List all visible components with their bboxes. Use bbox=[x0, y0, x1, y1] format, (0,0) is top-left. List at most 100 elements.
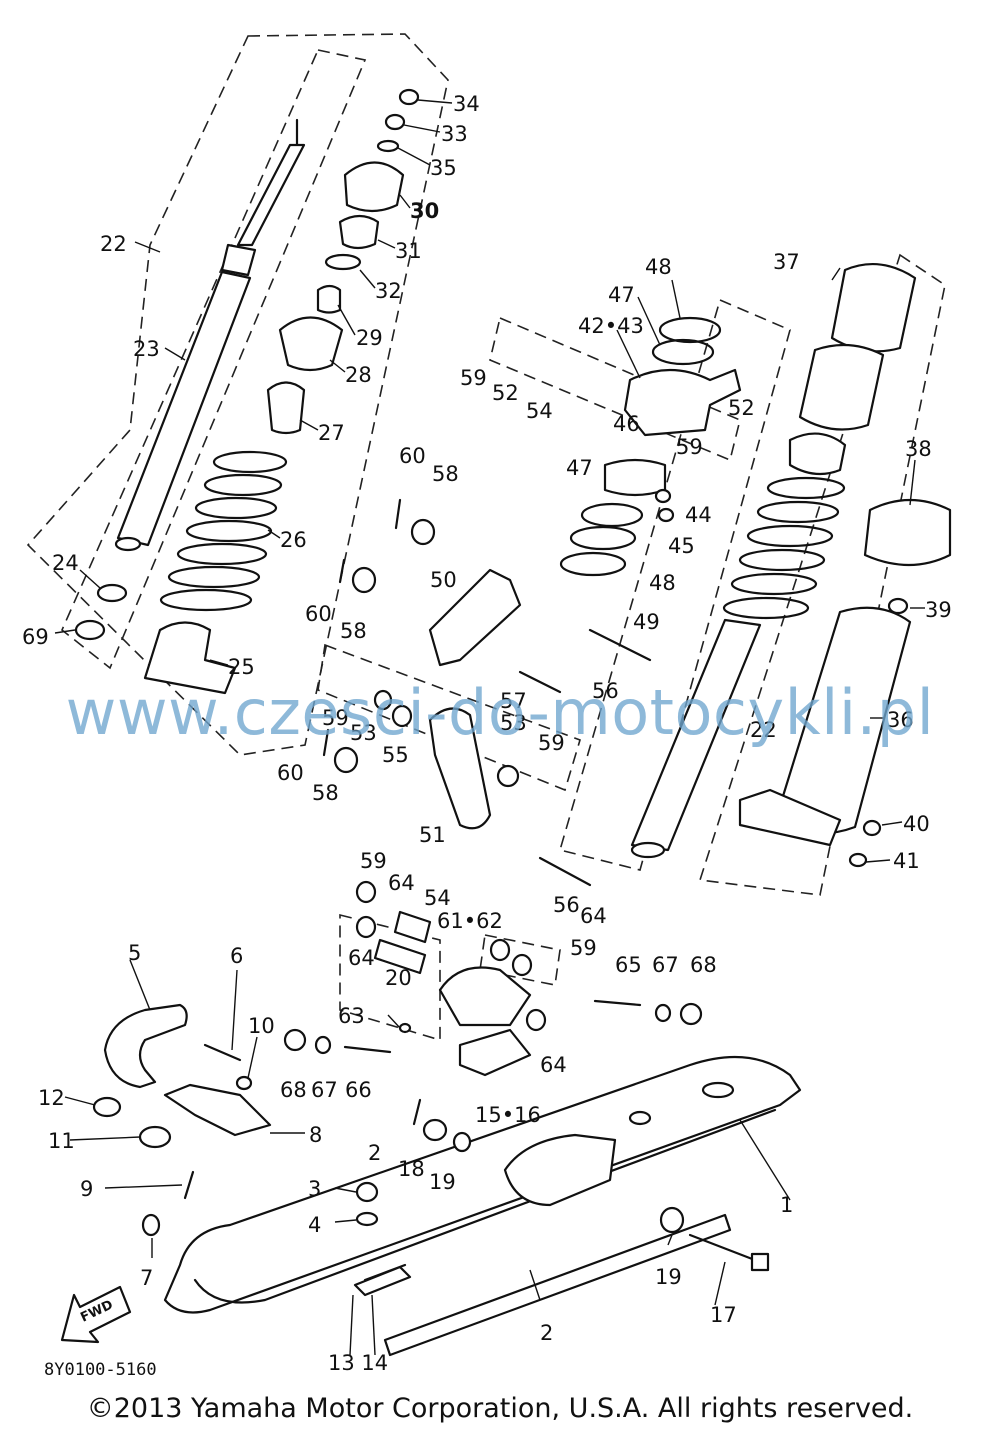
copyright-notice: ©2013 Yamaha Motor Corporation, U.S.A. A… bbox=[86, 1393, 914, 1424]
part-label: 58 bbox=[432, 462, 459, 486]
mid-link-group-outline bbox=[317, 643, 581, 792]
part-label: 15•16 bbox=[475, 1103, 541, 1127]
bushing-64-right bbox=[489, 938, 511, 962]
part-label: 59 bbox=[676, 435, 703, 459]
part-label: 36 bbox=[887, 708, 914, 732]
part-label: 2 bbox=[540, 1321, 553, 1345]
part-label: 18 bbox=[398, 1157, 425, 1181]
circlip-24 bbox=[96, 583, 128, 603]
shock-top-hardware bbox=[266, 88, 420, 435]
right-shock-group-outline bbox=[558, 298, 791, 871]
link-arm-51 bbox=[428, 707, 492, 830]
part-label: 12 bbox=[38, 1086, 65, 1110]
part-label: 59 bbox=[538, 731, 565, 755]
part-label: 48 bbox=[645, 255, 672, 279]
nut-68-right bbox=[679, 1002, 703, 1026]
fwd-arrow-icon: FWD bbox=[60, 1285, 132, 1344]
part-label: 47 bbox=[566, 456, 593, 480]
part-label: 58 bbox=[340, 619, 367, 643]
part-label: 10 bbox=[248, 1014, 275, 1038]
washer-59-lower-left bbox=[355, 880, 377, 904]
part-label: 23 bbox=[133, 337, 160, 361]
collar-54-lower bbox=[393, 910, 432, 944]
part-label: 49 bbox=[633, 610, 660, 634]
shock-cover-37 bbox=[798, 263, 917, 431]
part-label: 25 bbox=[228, 655, 255, 679]
ski-hole bbox=[701, 1081, 735, 1099]
part-label: 64 bbox=[540, 1053, 567, 1077]
lower-right-bushing-group-outline bbox=[479, 934, 561, 986]
part-label: 66 bbox=[345, 1078, 372, 1102]
part-label: 67 bbox=[311, 1078, 338, 1102]
cotter-pin-2 bbox=[412, 1098, 422, 1126]
part-label: 19 bbox=[655, 1265, 682, 1289]
bolt-56-upper bbox=[588, 628, 652, 662]
part-label: 3 bbox=[308, 1177, 321, 1201]
part-label: 64 bbox=[388, 871, 415, 895]
part-label: 41 bbox=[893, 849, 920, 873]
part-label: 56 bbox=[592, 679, 619, 703]
nut-3 bbox=[355, 1181, 379, 1203]
part-label: 60 bbox=[305, 602, 332, 626]
part-label: 22 bbox=[750, 718, 777, 742]
ski-edge bbox=[193, 1108, 777, 1304]
part-label: 28 bbox=[345, 363, 372, 387]
bolt-17-head bbox=[750, 1252, 770, 1272]
washer-7 bbox=[141, 1213, 161, 1237]
part-label: 22 bbox=[100, 232, 127, 256]
part-number-labels: 34 33 35 30 22 31 32 29 23 28 27 26 24 6… bbox=[22, 92, 952, 1375]
part-label: 38 bbox=[905, 437, 932, 461]
part-label: 50 bbox=[430, 568, 457, 592]
coil-spring-left bbox=[159, 450, 288, 612]
part-label: 57 bbox=[500, 689, 527, 713]
washer-59-right-lower bbox=[511, 953, 533, 977]
diagram-code: 8Y0100-5160 bbox=[44, 1360, 157, 1380]
cap-38 bbox=[863, 498, 952, 567]
washer-59-right bbox=[496, 764, 520, 788]
part-label: 59 bbox=[322, 706, 349, 730]
bolt-6 bbox=[203, 1043, 242, 1062]
bushing-64-lowest bbox=[525, 1008, 547, 1032]
part-label: 58 bbox=[312, 781, 339, 805]
part-label: 54 bbox=[424, 886, 451, 910]
part-label: 42•43 bbox=[578, 314, 644, 338]
part-label: 39 bbox=[925, 598, 952, 622]
stopper-15-16 bbox=[458, 1028, 532, 1077]
part-label: 44 bbox=[685, 503, 712, 527]
part-label: 67 bbox=[652, 953, 679, 977]
cotter-pin-60-top bbox=[394, 498, 402, 530]
part-label: 26 bbox=[280, 528, 307, 552]
washer-67-right bbox=[654, 1003, 672, 1023]
part-label: 11 bbox=[48, 1129, 75, 1153]
part-label: 63 bbox=[338, 1004, 365, 1028]
part-label: 5 bbox=[128, 941, 141, 965]
link-arm-50 bbox=[428, 568, 522, 667]
part-label: 56 bbox=[553, 893, 580, 917]
part-label: 60 bbox=[277, 761, 304, 785]
part-label: 30 bbox=[410, 199, 439, 223]
bracket-61-62 bbox=[438, 966, 532, 1027]
part-label: 45 bbox=[668, 534, 695, 558]
washer-41 bbox=[848, 852, 868, 868]
damper-bracket bbox=[738, 788, 842, 847]
bolt-56-lower bbox=[538, 856, 592, 887]
part-label: 34 bbox=[453, 92, 480, 116]
part-label: 13 14 bbox=[328, 1351, 388, 1375]
part-label: 68 bbox=[690, 953, 717, 977]
part-label: 47 bbox=[608, 283, 635, 307]
ski-hole-2 bbox=[628, 1110, 652, 1126]
part-label: 40 bbox=[903, 812, 930, 836]
part-label: 20 bbox=[385, 966, 412, 990]
ski-1 bbox=[163, 1055, 802, 1314]
stud-66 bbox=[343, 1045, 392, 1054]
washer-67-left bbox=[314, 1035, 332, 1055]
part-label: 59 bbox=[360, 849, 387, 873]
bushing-64-lower-left bbox=[355, 915, 377, 939]
bushings-53 bbox=[373, 689, 393, 711]
part-label: 9 bbox=[80, 1177, 93, 1201]
nut-39 bbox=[887, 597, 909, 615]
part-label: 55 bbox=[382, 743, 409, 767]
bolt-40 bbox=[862, 819, 882, 837]
